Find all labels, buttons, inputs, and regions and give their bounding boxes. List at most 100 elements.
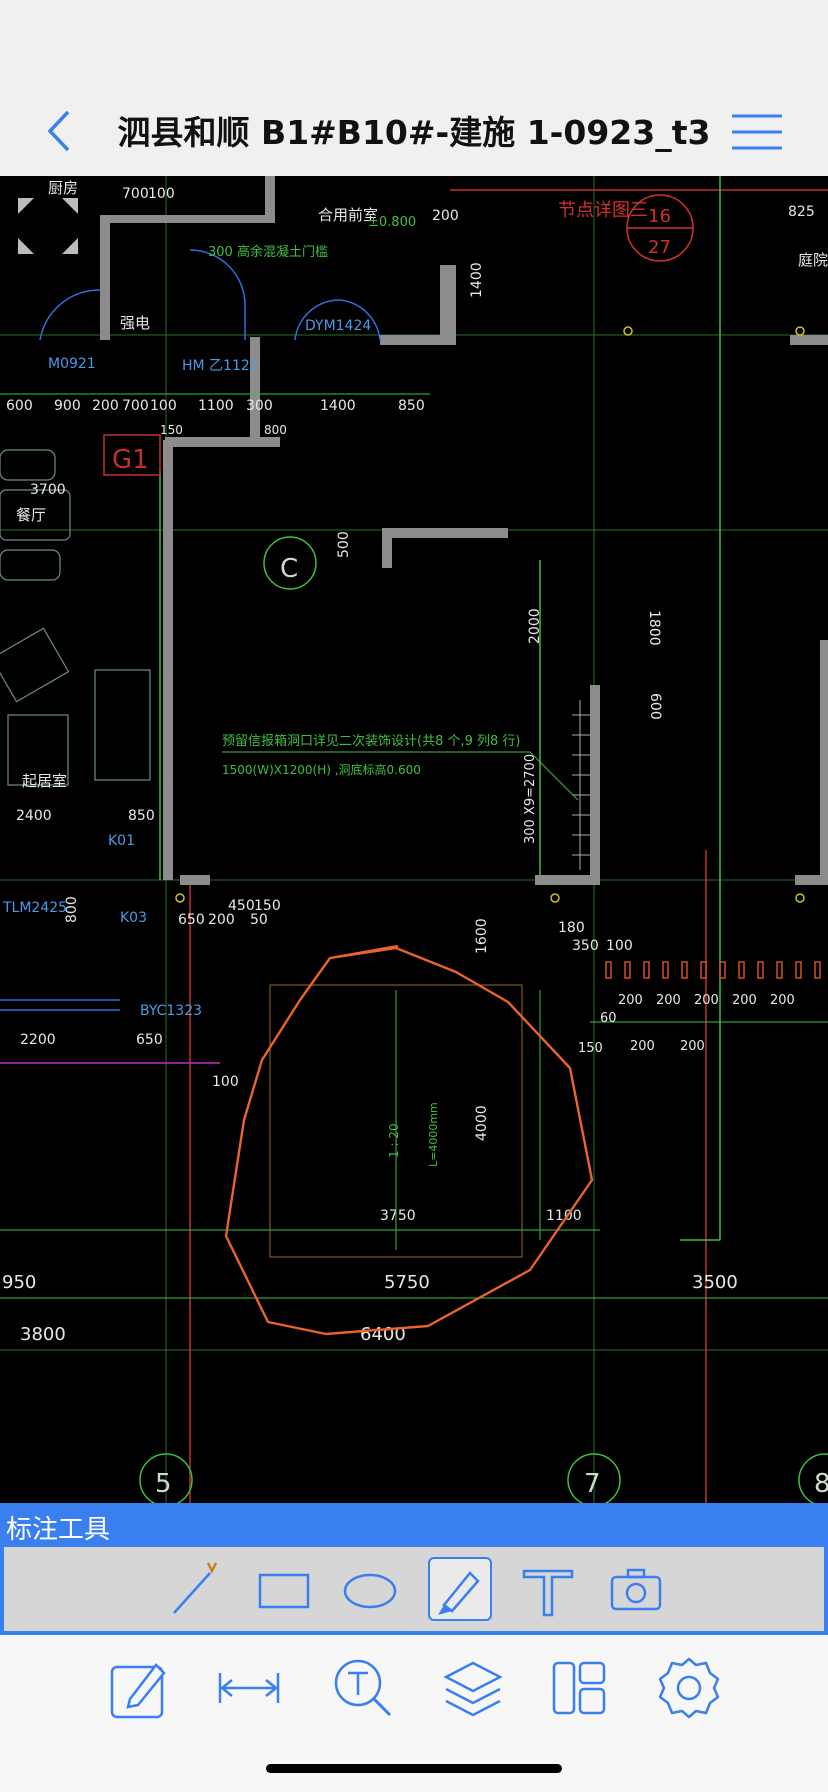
stair-dim-0: 200 xyxy=(618,993,643,1008)
dim-misc-1600: 1600 xyxy=(474,918,490,954)
freehand-annotation[interactable] xyxy=(224,944,594,1336)
dim-misc-800b: 800 xyxy=(64,896,80,923)
dim-misc-2400: 2400 xyxy=(16,808,52,824)
stair-dim-4: 200 xyxy=(770,993,795,1008)
pen-tool-button[interactable] xyxy=(428,1557,492,1621)
stair-dim-8: 150 xyxy=(578,1041,603,1056)
menu-button[interactable] xyxy=(732,112,782,152)
dim-misc-200b: 200 xyxy=(208,912,235,928)
door-label-k03: K03 xyxy=(120,910,147,926)
dim-misc-3800: 3800 xyxy=(20,1324,66,1345)
line-tool-button[interactable] xyxy=(166,1559,226,1619)
room-label-electrical: 强电 xyxy=(120,314,150,332)
room-label-kitchen: 厨房 xyxy=(48,179,78,197)
text-search-tab[interactable] xyxy=(330,1655,396,1721)
dim-misc-3750: 3750 xyxy=(380,1208,416,1224)
settings-icon xyxy=(658,1657,720,1719)
door-label-m0921: M0921 xyxy=(48,356,96,372)
grid-bubble-c: C xyxy=(280,554,298,584)
camera-tool-button[interactable] xyxy=(606,1559,666,1619)
dim-misc-180: 180 xyxy=(558,920,585,936)
hamburger-menu-icon xyxy=(732,114,782,150)
dim-100: 100 xyxy=(150,398,177,414)
dim-misc-450: 450 xyxy=(228,898,255,914)
camera-tool-icon xyxy=(610,1568,662,1611)
dim-misc-700: 700 xyxy=(122,186,149,202)
dim-misc-825: 825 xyxy=(788,204,815,220)
door-label-hm1122: HM 乙1122 xyxy=(182,358,259,374)
text-tool-button[interactable] xyxy=(518,1559,578,1619)
dim-misc-50: 50 xyxy=(250,912,268,928)
detail-number-top: 16 xyxy=(648,206,671,227)
navigation-bar: 泗县和顺 B1#B10#-建施 1-0923_t3 xyxy=(0,0,828,176)
dim-700: 700 xyxy=(122,398,149,414)
dim-misc-stair: 300 X9=2700 xyxy=(523,754,538,844)
mailbox-note-line-2: 1500(W)X1200(H) ,洞底标高0.600 xyxy=(222,762,421,777)
detail-label: 节点详图三 xyxy=(558,200,648,221)
edit-tab[interactable] xyxy=(106,1655,172,1721)
dim-1400: 1400 xyxy=(320,398,356,414)
dim-misc-1100: 1100 xyxy=(546,1208,582,1224)
annotation-toolbar xyxy=(0,1547,828,1635)
annotation-toolbar-header: 标注工具 xyxy=(0,1503,828,1547)
room-label-courtyard: 庭院 xyxy=(798,251,828,269)
room-label-lobby: 合用前室 xyxy=(318,206,378,224)
dim-850: 850 xyxy=(398,398,425,414)
room-label-dining: 餐厅 xyxy=(16,506,46,524)
dim-600: 600 xyxy=(6,398,33,414)
stair-dim-1: 200 xyxy=(656,993,681,1008)
dim-misc-100b: 100 xyxy=(606,938,633,954)
dim-misc-5750: 5750 xyxy=(384,1272,430,1293)
expand-arrows-icon[interactable] xyxy=(18,198,78,254)
grid-bubble-5: 5 xyxy=(155,1469,172,1499)
dim-misc-600: 600 xyxy=(647,693,663,720)
door-label-dym1424: DYM1424 xyxy=(305,318,371,334)
layers-tab[interactable] xyxy=(440,1655,506,1721)
dim-misc-100: 100 xyxy=(148,186,175,202)
stair-dim-6: 200 xyxy=(680,1039,705,1054)
dim-misc-350: 350 xyxy=(572,938,599,954)
dim-misc-650b: 650 xyxy=(136,1032,163,1048)
room-label-living: 起居室 xyxy=(22,772,67,790)
dim-1100: 1100 xyxy=(198,398,234,414)
dim-misc-l4000: L=4000mm xyxy=(427,1102,440,1167)
dim-200-a: 200 xyxy=(92,398,119,414)
dim-misc-100c: 100 xyxy=(212,1074,239,1090)
dim-300: 300 xyxy=(246,398,273,414)
dim-misc-500: 500 xyxy=(336,531,352,558)
dim-misc-1400: 1400 xyxy=(469,262,485,298)
settings-tab[interactable] xyxy=(656,1655,722,1721)
tag-g1: G1 xyxy=(112,445,149,475)
chevron-left-icon xyxy=(47,110,70,152)
ellipse-tool-button[interactable] xyxy=(340,1559,400,1619)
rectangle-tool-button[interactable] xyxy=(254,1559,314,1619)
back-button[interactable] xyxy=(40,106,80,156)
edit-icon xyxy=(110,1663,166,1719)
stair-dim-2: 200 xyxy=(694,993,719,1008)
mailbox-note-line-1: 预留信报箱洞口详见二次装饰设计(共8 个,9 列8 行) xyxy=(222,733,521,749)
dim-misc-950: 950 xyxy=(2,1272,36,1293)
grid-bubble-7: 7 xyxy=(584,1469,601,1499)
page-title: 泗县和顺 B1#B10#-建施 1-0923_t3 xyxy=(117,113,711,152)
dim-misc-200: 200 xyxy=(432,208,459,224)
stair-dim-3: 200 xyxy=(732,993,757,1008)
measure-tab[interactable] xyxy=(216,1655,282,1721)
measure-icon xyxy=(218,1673,280,1703)
layers-icon xyxy=(443,1661,503,1717)
rectangle-tool-icon xyxy=(258,1573,310,1609)
stair-dim-7: 60 xyxy=(600,1011,617,1026)
dim-misc-3500: 3500 xyxy=(692,1272,738,1293)
dim-misc-850b: 850 xyxy=(128,808,155,824)
dim-900: 900 xyxy=(54,398,81,414)
detail-number-bottom: 27 xyxy=(648,237,671,258)
layout-tab[interactable] xyxy=(548,1655,614,1721)
home-indicator[interactable] xyxy=(266,1764,562,1773)
text-search-icon xyxy=(334,1659,392,1717)
door-label-tlm2425: TLM2425 xyxy=(2,900,67,916)
cad-drawing-canvas[interactable]: C 5 7 8 G1 节点详图三 16 27 厨房 餐厅 起居室 庭院 合用前室… xyxy=(0,176,828,1503)
stair-dim-5: 200 xyxy=(630,1039,655,1054)
elevation-label: ±0.800 xyxy=(368,215,416,230)
annotation-toolbar-body xyxy=(4,1547,824,1631)
annotation-toolbar-title: 标注工具 xyxy=(6,1515,111,1545)
dim-misc-scale: 1 : 20 xyxy=(387,1123,401,1158)
